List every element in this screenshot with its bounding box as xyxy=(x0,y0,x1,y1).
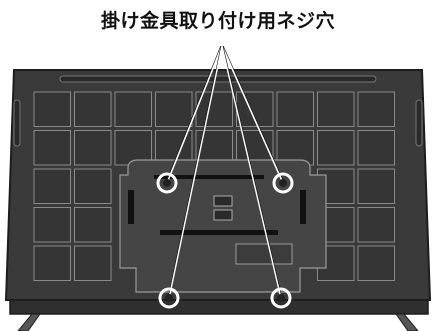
grid-cell xyxy=(74,245,112,281)
grid-cell xyxy=(33,130,71,166)
grid-cell xyxy=(276,91,314,127)
grid-cell xyxy=(74,168,112,204)
grid-cell xyxy=(155,91,193,127)
grid-cell xyxy=(114,91,152,127)
grid-cell xyxy=(357,168,395,204)
screw-hole-bottom-right xyxy=(270,287,292,309)
diagram-title: 掛け金具取り付け用ネジ穴 xyxy=(100,10,335,32)
center-panel xyxy=(119,159,327,293)
grid-cell xyxy=(33,207,71,243)
stand-feet xyxy=(17,313,419,331)
grid-cell xyxy=(357,91,395,127)
grid-cell xyxy=(357,207,395,243)
screw-hole-bottom-left xyxy=(158,287,180,309)
grid-cell xyxy=(317,91,355,127)
grid-cell xyxy=(317,130,355,166)
grid-cell xyxy=(74,207,112,243)
grid-cell xyxy=(276,130,314,166)
grid-cell xyxy=(33,168,71,204)
grid-cell xyxy=(33,245,71,281)
grid-cell xyxy=(33,91,71,127)
callout-lines xyxy=(166,45,284,299)
grid-cell xyxy=(74,130,112,166)
grid-cell xyxy=(357,245,395,281)
screw-hole-top-right xyxy=(272,172,294,194)
grid-cell xyxy=(357,130,395,166)
grid-cell xyxy=(74,91,112,127)
screw-hole-top-left xyxy=(156,172,178,194)
